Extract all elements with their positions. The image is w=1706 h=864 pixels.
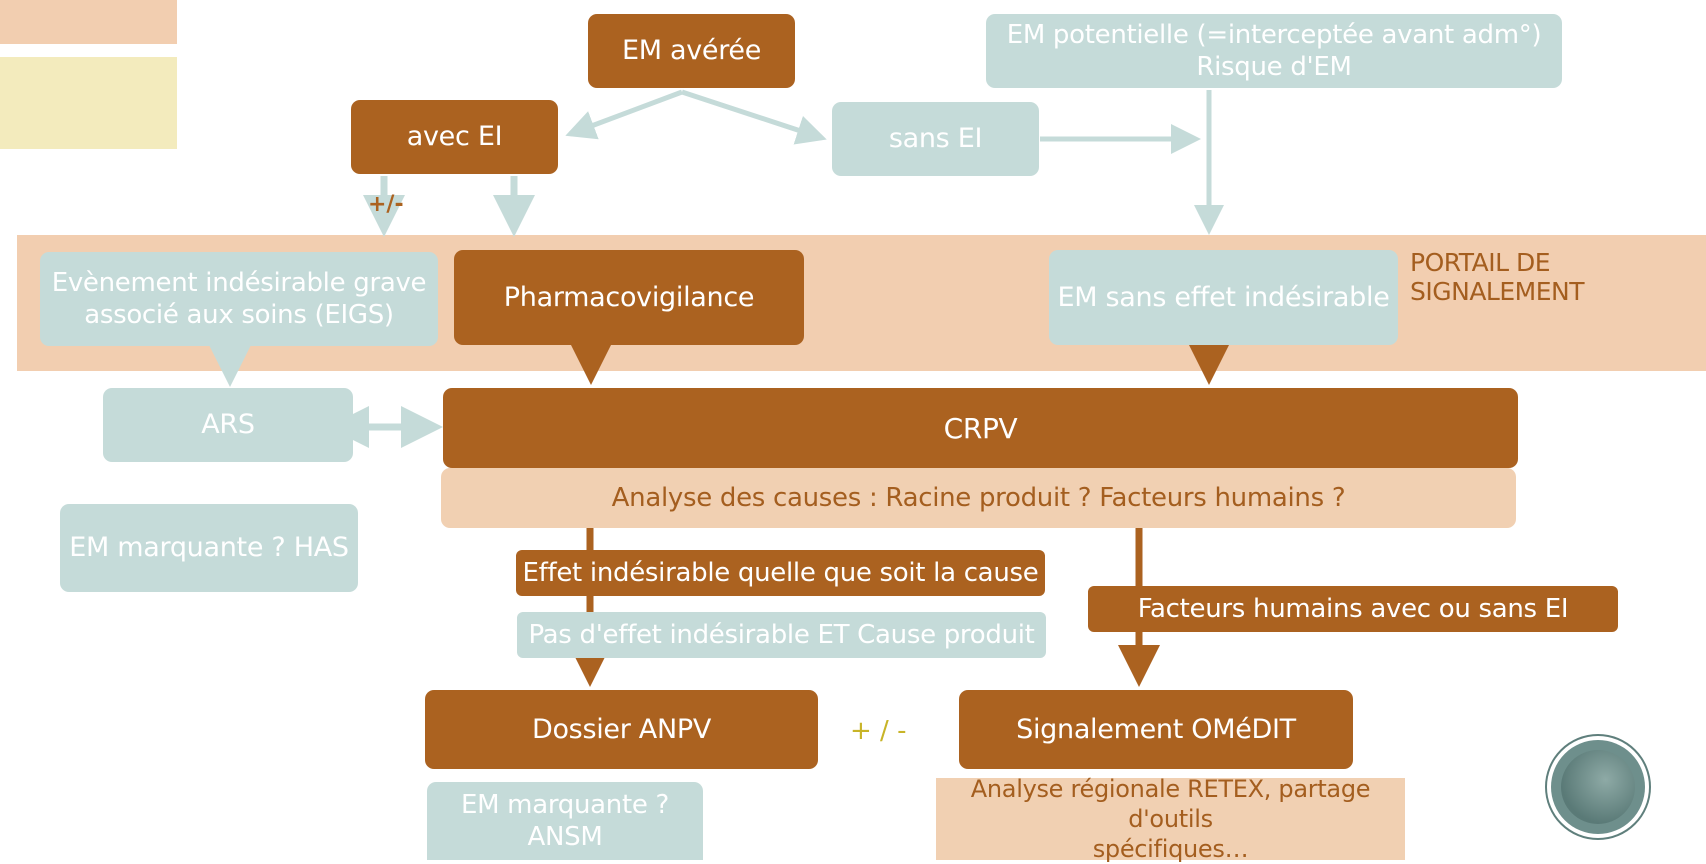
label-plus-minus-small: +/- [368,192,404,217]
corner-peach-block [0,0,177,44]
node-effet-indesirable: Effet indésirable quelle que soit la cau… [516,550,1045,596]
node-em-potentielle-line2: Risque d'EM [1196,52,1352,82]
node-avec-ei: avec EI [351,100,558,174]
arrow-averee-to-sans [681,89,827,145]
round-badge-icon [1551,740,1645,834]
node-analyse-causes: Analyse des causes : Racine produit ? Fa… [441,468,1516,528]
node-em-potentielle: EM potentielle (=interceptée avant adm°)… [986,14,1562,88]
node-em-marquante-ansm-line1: EM marquante ? [460,789,670,820]
portail-label: PORTAIL DE SIGNALEMENT [1410,248,1584,306]
arrow-averee-to-avec [565,89,683,140]
node-em-potentielle-line1: EM potentielle (=interceptée avant adm°) [1006,19,1542,50]
node-pas-effet: Pas d'effet indésirable ET Cause produit [517,612,1046,658]
node-eigs-line2: associé aux soins (EIGS) [84,300,394,330]
node-em-marquante-has: EM marquante ? HAS [60,504,358,592]
corner-cream-block [0,57,177,149]
node-sans-ei: sans EI [832,102,1039,176]
node-eigs-line1: Evènement indésirable grave [51,267,427,298]
node-ars: ARS [103,388,353,462]
node-em-sans-effet: EM sans effet indésirable [1049,250,1398,345]
node-em-marquante-ansm-line2: ANSM [527,822,603,852]
node-analyse-regionale: Analyse régionale RETEX, partage d'outil… [936,775,1405,863]
node-crpv: CRPV [443,388,1518,468]
node-facteurs-humains: Facteurs humains avec ou sans EI [1088,586,1618,632]
node-analyse-regionale-line2: spécifiques… [1092,835,1249,863]
node-eigs: Evènement indésirable grave associé aux … [40,252,438,346]
node-pharmacovigilance: Pharmacovigilance [454,250,804,345]
node-analyse-regionale-line1: Analyse régionale RETEX, partage d'outil… [970,775,1371,833]
label-plus-minus-mid: + / - [850,716,907,746]
node-em-averee: EM avérée [588,14,795,88]
node-dossier-anpv: Dossier ANPV [425,690,818,769]
node-em-marquante-ansm: EM marquante ? ANSM [427,782,703,860]
node-signalement-omedit: Signalement OMéDIT [959,690,1353,769]
